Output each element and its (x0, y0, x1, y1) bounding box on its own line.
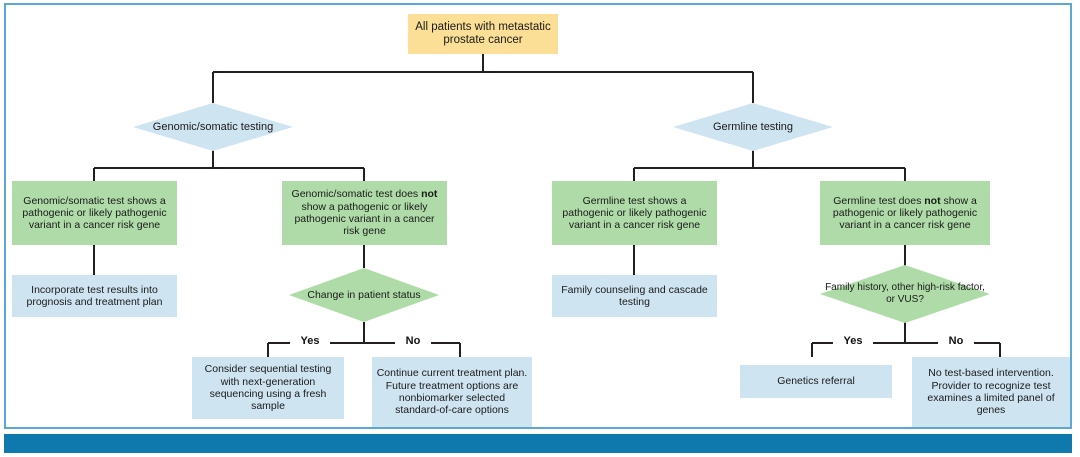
node-germline-testing-label: Germline testing (712, 120, 794, 133)
edge-label-family-no: No (938, 336, 974, 347)
node-no-test-based-intervention: No test-based intervention. Provider to … (912, 357, 1070, 427)
edge-label-change-no: No (395, 336, 431, 347)
node-continue-treatment: Continue current treatment plan. Future … (372, 357, 532, 427)
node-genetics-referral: Genetics referral (740, 365, 892, 398)
footer-bar (4, 434, 1072, 453)
node-germline-testing: Germline testing (673, 103, 833, 151)
node-genetics-referral-label: Genetics referral (777, 375, 855, 388)
node-no-test-based-intervention-label: No test-based intervention. Provider to … (927, 367, 1055, 417)
node-incorporate-results: Incorporate test results into prognosis … (12, 275, 177, 317)
node-germline-test-negative-label: Germline test does not show a pathogenic… (832, 194, 978, 232)
node-incorporate-results-label: Incorporate test results into prognosis … (26, 283, 163, 308)
node-family-history-vus: Family history, other high-risk factor, … (820, 265, 990, 323)
node-all-patients-label: All patients with metastatic prostate ca… (415, 20, 551, 46)
node-genomic-test-negative-label: Genomic/somatic test does not show a pat… (291, 188, 438, 238)
node-germline-test-positive-label: Germline test shows a pathogenic or like… (562, 194, 707, 232)
node-germline-test-positive: Germline test shows a pathogenic or like… (552, 181, 717, 245)
node-change-in-patient-status-label: Change in patient status (307, 288, 421, 301)
node-genomic-testing-label: Genomic/somatic testing (152, 120, 274, 133)
node-family-history-vus-label: Family history, other high-risk factor, … (825, 282, 985, 305)
node-genomic-test-negative: Genomic/somatic test does not show a pat… (282, 181, 447, 245)
node-genomic-test-positive-label: Genomic/somatic test shows a pathogenic … (22, 194, 167, 232)
node-germline-test-negative: Germline test does not show a pathogenic… (820, 181, 990, 245)
node-family-counseling-label: Family counseling and cascade testing (561, 283, 708, 308)
edge-label-family-yes: Yes (833, 336, 873, 347)
node-sequential-testing: Consider sequential testing with next-ge… (192, 357, 344, 419)
node-genomic-testing: Genomic/somatic testing (133, 103, 293, 151)
diamond-shape-family-history (820, 265, 990, 323)
node-genomic-test-positive: Genomic/somatic test shows a pathogenic … (12, 181, 177, 245)
node-sequential-testing-label: Consider sequential testing with next-ge… (204, 363, 332, 413)
diamond-shape-change-status (289, 268, 439, 322)
diamond-shape-genomic (133, 103, 293, 151)
node-family-counseling: Family counseling and cascade testing (552, 275, 717, 317)
node-all-patients: All patients with metastatic prostate ca… (408, 14, 558, 54)
edge-label-change-yes: Yes (290, 336, 330, 347)
diamond-shape-germline (673, 103, 833, 151)
node-continue-treatment-label: Continue current treatment plan. Future … (376, 367, 528, 417)
node-change-in-patient-status: Change in patient status (289, 268, 439, 322)
